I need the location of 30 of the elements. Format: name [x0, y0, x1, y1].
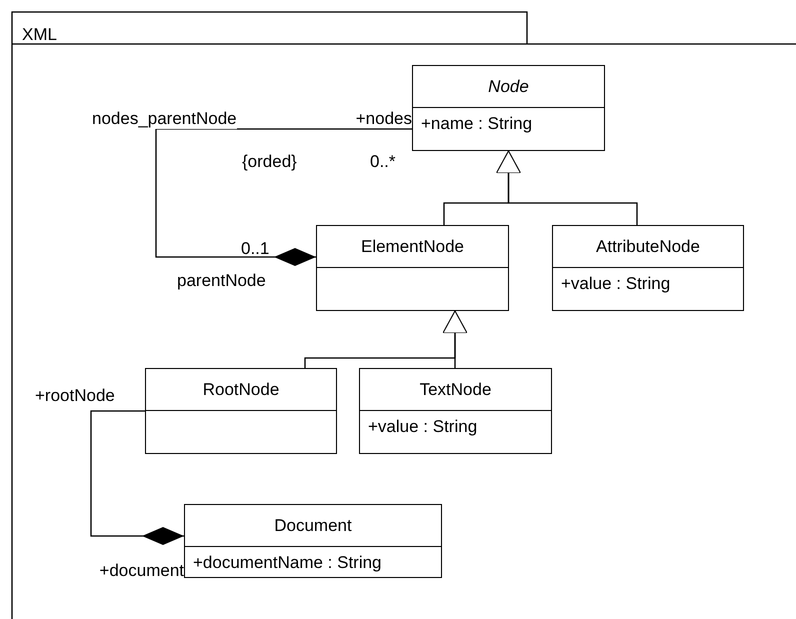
role-name: parentNode [177, 272, 266, 291]
class-attribute: +value : String [368, 417, 478, 437]
class-box [316, 225, 509, 311]
constraint-label: {orded} [242, 153, 297, 172]
class-attribute: +name : String [421, 114, 532, 134]
class-box [552, 225, 744, 311]
class-name: TextNode [420, 380, 492, 400]
class-name: Node [488, 76, 529, 96]
composition-line [90, 410, 184, 545]
association-name: nodes_parentNode [92, 110, 237, 129]
role-name: +rootNode [35, 387, 115, 406]
role-name: +nodes [356, 110, 412, 129]
multiplicity-label: 0..* [370, 153, 396, 172]
class-name: ElementNode [360, 236, 464, 256]
class-box [184, 504, 442, 578]
class-box [145, 368, 337, 454]
composition-line [155, 128, 412, 266]
class-attribute: +documentName : String [193, 553, 382, 573]
class-name: Document [274, 516, 352, 536]
generalization-arrow [496, 150, 638, 225]
package-frame [12, 12, 796, 619]
multiplicity-label: 0..1 [241, 240, 270, 259]
class-name: RootNode [202, 380, 280, 400]
class-box [359, 368, 552, 454]
class-attribute: +value : String [561, 274, 670, 294]
generalization-arrow [442, 310, 468, 368]
class-box [412, 65, 605, 151]
class-name: AttributeNode [596, 236, 700, 256]
role-name: +document [99, 562, 184, 581]
package-name: XML [22, 26, 57, 45]
